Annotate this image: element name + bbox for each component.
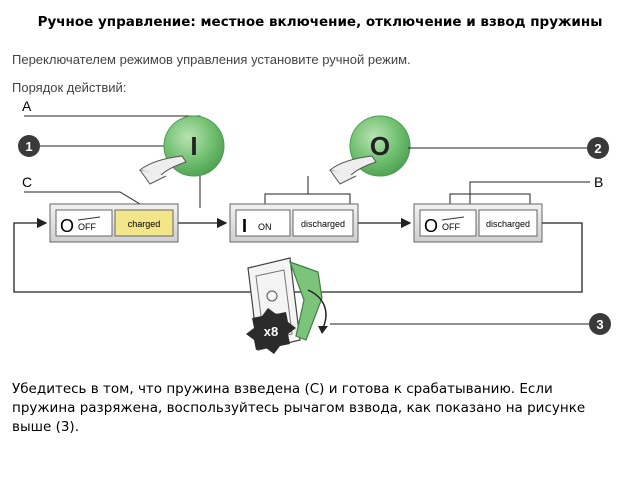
panel-2-spring: discharged [301, 219, 345, 229]
svg-text:2: 2 [594, 141, 601, 156]
status-panel-2: I ON discharged [229, 203, 359, 243]
panel-2-symbol: I [242, 216, 247, 236]
spring-check-note: Убедитесь в том, что пружина взведена (C… [12, 381, 586, 435]
status-panel-3: O OFF discharged [413, 203, 543, 243]
status-panel-1: O OFF charged [49, 203, 179, 243]
page-title: Ручное управление: местное включение, от… [37, 14, 603, 30]
panel-3-state: OFF [442, 222, 460, 232]
panel-3-spring: discharged [486, 219, 530, 229]
svg-text:3: 3 [596, 317, 603, 332]
panel-1-symbol: O [60, 216, 74, 236]
finger-press-off-icon [328, 155, 377, 185]
finger-press-on-icon [138, 155, 187, 185]
steps-heading: Порядок действий: [12, 80, 127, 95]
panel-3-symbol: O [424, 216, 438, 236]
step-2-badge: 2 [587, 137, 609, 159]
callout-a: A [22, 98, 32, 114]
repeat-count-badge: x8 [246, 308, 296, 354]
callout-b: B [594, 174, 603, 190]
svg-text:O: O [370, 131, 390, 161]
callout-c: C [22, 174, 32, 190]
panel-2-state: ON [258, 222, 272, 232]
step-3-badge: 3 [589, 313, 611, 335]
svg-text:x8: x8 [264, 324, 278, 339]
return-loop-arrow [13, 217, 583, 293]
panel-1-state: OFF [78, 222, 96, 232]
svg-text:I: I [190, 131, 197, 161]
svg-text:1: 1 [25, 139, 32, 154]
instruction-text: Переключателем режимов управления устано… [12, 52, 411, 67]
step-1-badge: 1 [18, 135, 40, 157]
panel-1-spring: charged [128, 219, 161, 229]
